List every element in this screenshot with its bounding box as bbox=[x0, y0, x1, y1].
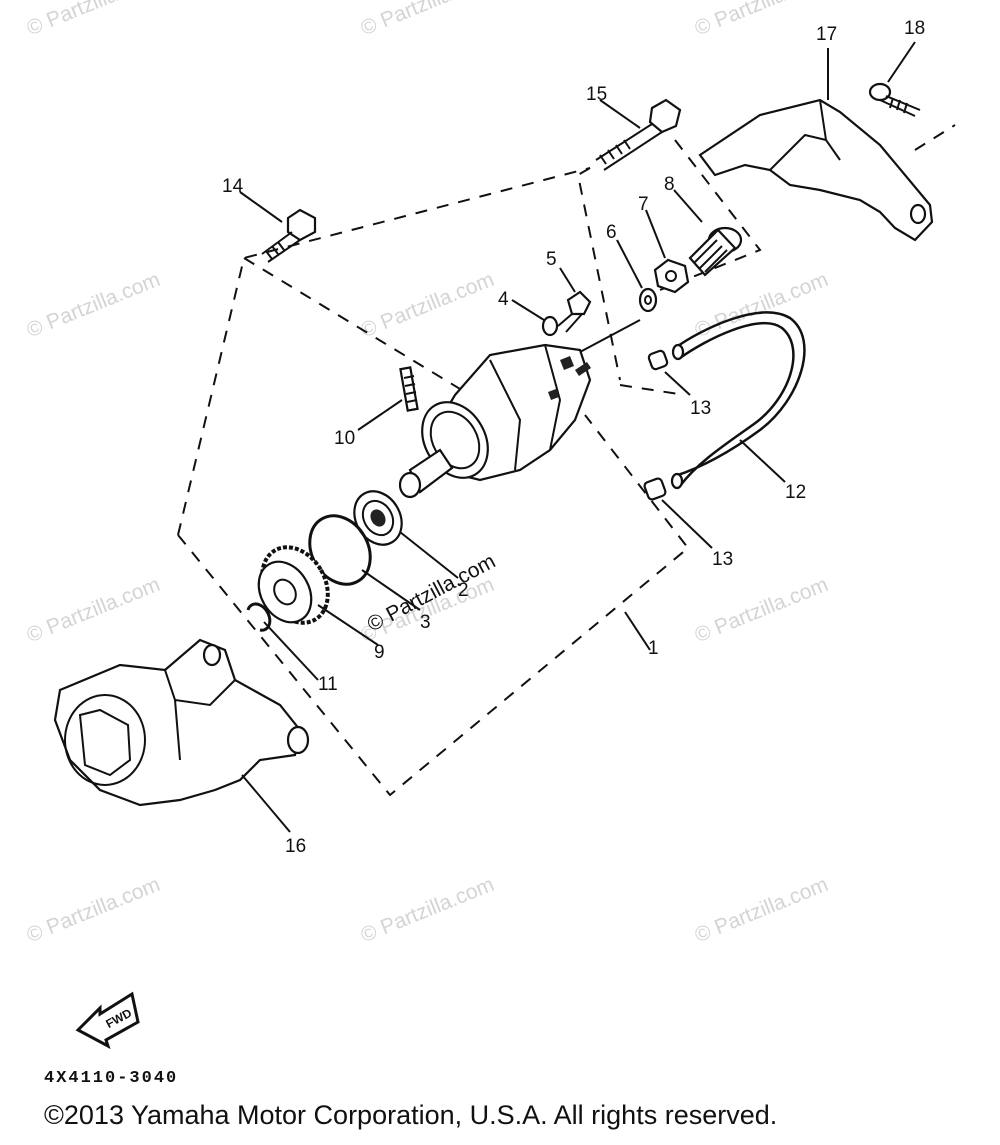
copyright-notice: ©2013 Yamaha Motor Corporation, U.S.A. A… bbox=[44, 1100, 778, 1130]
bearing-part-2[interactable] bbox=[345, 483, 459, 579]
screw-part-18[interactable] bbox=[868, 41, 921, 117]
plug-part-8[interactable] bbox=[673, 189, 743, 277]
callout-15: 15 bbox=[586, 84, 607, 105]
clamp-part-13-lower[interactable] bbox=[643, 477, 713, 549]
fwd-arrow-icon: FWD bbox=[75, 991, 140, 1050]
callout-4: 4 bbox=[498, 289, 509, 310]
callout-9: 9 bbox=[374, 642, 385, 663]
callout-16: 16 bbox=[285, 836, 306, 857]
bolt-part-5[interactable] bbox=[557, 267, 592, 333]
clip-part-11[interactable] bbox=[246, 602, 319, 681]
bracket-part-17[interactable] bbox=[698, 48, 956, 242]
callout-8: 8 bbox=[664, 174, 675, 195]
callout-13-upper: 13 bbox=[690, 398, 711, 419]
callout-5: 5 bbox=[546, 249, 557, 270]
watermark-center: © Partzilla.com bbox=[364, 550, 500, 637]
callout-10: 10 bbox=[334, 428, 355, 449]
bolt-part-15[interactable] bbox=[595, 98, 682, 171]
callout-18: 18 bbox=[904, 18, 925, 39]
housing-part-16[interactable] bbox=[53, 638, 310, 833]
callout-13-lower: 13 bbox=[712, 549, 733, 570]
diagram-code: 4X4110-3040 bbox=[44, 1069, 179, 1088]
assembly-boundary bbox=[177, 139, 762, 797]
gear-part-9[interactable] bbox=[248, 535, 379, 646]
callout-2: 2 bbox=[458, 580, 469, 601]
callout-3: 3 bbox=[420, 612, 431, 633]
callout-12: 12 bbox=[785, 482, 806, 503]
callout-6: 6 bbox=[606, 222, 617, 243]
bolt-part-14[interactable] bbox=[239, 191, 317, 263]
pin-part-10[interactable] bbox=[357, 366, 419, 431]
nut-part-7[interactable] bbox=[645, 209, 690, 294]
callout-14: 14 bbox=[222, 176, 244, 197]
oil-pump-body[interactable] bbox=[398, 319, 641, 499]
callout-1: 1 bbox=[648, 638, 659, 659]
washer-part-6[interactable] bbox=[616, 239, 658, 313]
washer-part-4[interactable] bbox=[511, 299, 559, 337]
callout-7: 7 bbox=[638, 194, 649, 215]
callout-17: 17 bbox=[816, 24, 837, 45]
callout-11: 11 bbox=[318, 674, 338, 695]
clamp-part-13-upper[interactable] bbox=[647, 349, 691, 396]
callout-labels: 1 2 3 4 5 6 7 8 9 10 11 12 13 13 14 15 1… bbox=[222, 18, 925, 857]
hose-part-12[interactable] bbox=[670, 311, 806, 490]
